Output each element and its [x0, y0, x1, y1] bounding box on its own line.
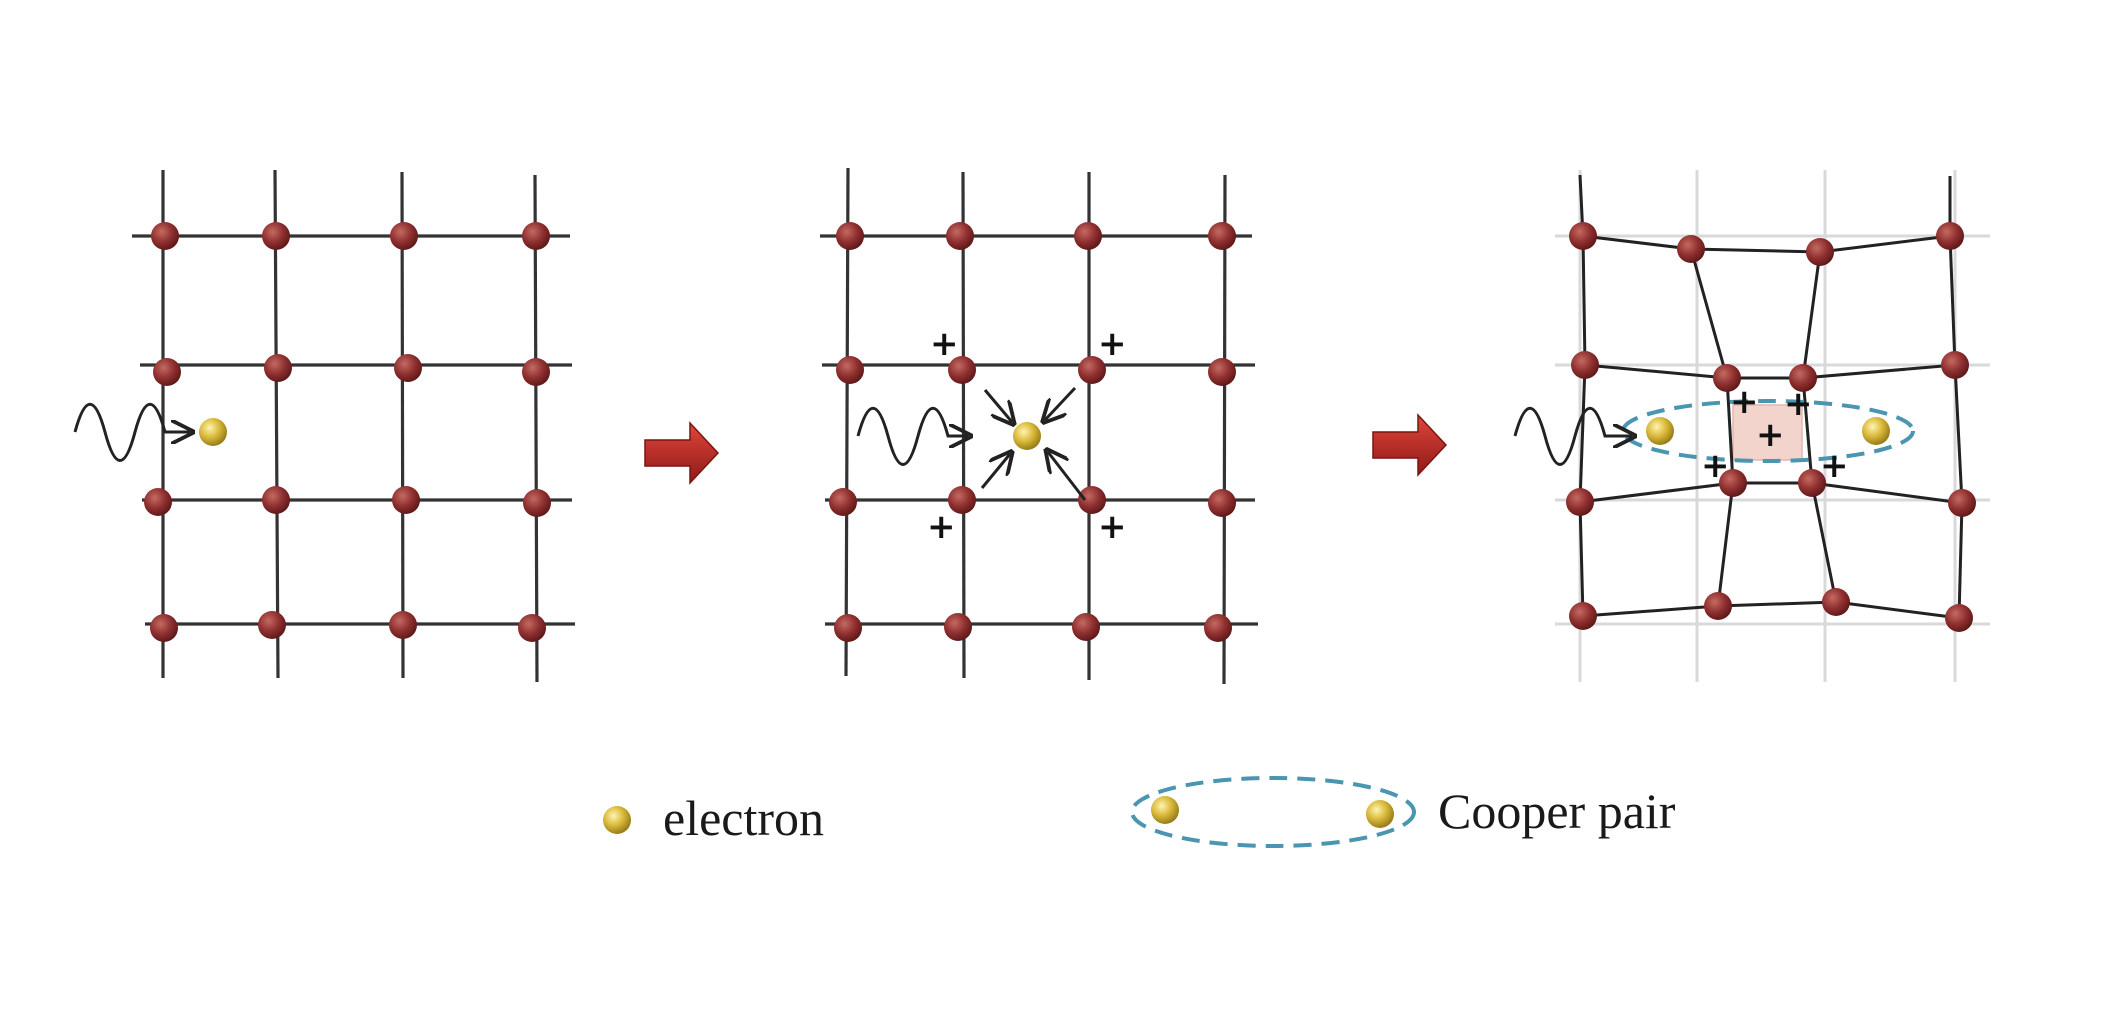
- next-step-arrow: [644, 421, 720, 485]
- lattice-ion: [153, 358, 181, 386]
- positive-charge: +: [927, 507, 956, 547]
- positive-charge: +: [930, 324, 959, 364]
- positive-charge: +: [1756, 415, 1785, 455]
- lattice-ions: [1566, 222, 1976, 632]
- positive-charges: + + + + +: [1701, 382, 1849, 486]
- distorted-lattice-lines: [1578, 174, 1964, 620]
- positive-charges: + + + +: [927, 324, 1127, 547]
- legend-cooper-pair-label: Cooper pair: [1438, 783, 1676, 839]
- positive-charge: +: [1701, 446, 1730, 486]
- electron: [199, 418, 227, 446]
- lattice-ion: [1798, 469, 1826, 497]
- lattice-ion: [258, 611, 286, 639]
- lattice-lines: [132, 169, 575, 683]
- lattice-ion: [834, 614, 862, 642]
- cooper-pair-ellipse: [1621, 399, 1915, 463]
- legend-electron-icon: [1366, 800, 1394, 828]
- legend-electron-icon: [603, 806, 631, 834]
- lattice-ion: [836, 222, 864, 250]
- next-step-arrow: [1372, 413, 1448, 477]
- legend-electron-icon: [1151, 796, 1179, 824]
- lattice-ion: [389, 611, 417, 639]
- panel-attraction: + + + +: [820, 167, 1258, 685]
- lattice-ion: [144, 488, 172, 516]
- electron: [1013, 422, 1041, 450]
- lattice-lines: [820, 167, 1258, 685]
- electron: [1646, 417, 1674, 445]
- panel-cooper-pair-formation: + + + + +: [1513, 170, 1990, 682]
- panel-undistorted-lattice: [73, 169, 575, 683]
- lattice-ion: [1208, 489, 1236, 517]
- lattice-ion: [836, 356, 864, 384]
- lattice-ion: [1704, 592, 1732, 620]
- lattice-ion: [151, 222, 179, 250]
- lattice-ion: [946, 222, 974, 250]
- incoming-wave-arrow: [856, 406, 968, 466]
- attraction-arrows: [980, 386, 1087, 501]
- lattice-ion: [1078, 356, 1106, 384]
- lattice-ion: [1789, 364, 1817, 392]
- lattice-ion: [1208, 358, 1236, 386]
- lattice-ion: [1936, 222, 1964, 250]
- positive-charge: +: [1820, 446, 1849, 486]
- lattice-ion: [1677, 235, 1705, 263]
- lattice-ion: [518, 614, 546, 642]
- lattice-ion: [1078, 486, 1106, 514]
- lattice-ion: [1569, 222, 1597, 250]
- lattice-ion: [1204, 614, 1232, 642]
- lattice-ion: [523, 489, 551, 517]
- positive-charge: +: [1784, 384, 1813, 424]
- lattice-ion: [394, 354, 422, 382]
- legend-cooper-pair-icon: [1130, 776, 1416, 848]
- lattice-ion: [264, 354, 292, 382]
- lattice-ions: [829, 222, 1236, 642]
- lattice-ion: [944, 613, 972, 641]
- positive-charge: +: [1098, 507, 1127, 547]
- lattice-ion: [392, 486, 420, 514]
- lattice-ion: [262, 222, 290, 250]
- incoming-wave-arrow: [73, 402, 190, 462]
- lattice-ion: [829, 488, 857, 516]
- legend: electron Cooper pair: [603, 776, 1676, 848]
- lattice-ion: [150, 614, 178, 642]
- electron: [1862, 417, 1890, 445]
- legend-electron-label: electron: [663, 790, 824, 846]
- lattice-ion: [522, 358, 550, 386]
- lattice-ion: [1822, 588, 1850, 616]
- lattice-ion: [1945, 604, 1973, 632]
- lattice-ion: [1571, 351, 1599, 379]
- lattice-ion: [390, 222, 418, 250]
- lattice-ion: [948, 486, 976, 514]
- lattice-ions: [144, 222, 551, 642]
- lattice-ion: [1074, 222, 1102, 250]
- lattice-ion: [1948, 489, 1976, 517]
- positive-charge: +: [1730, 382, 1759, 422]
- lattice-ion: [948, 356, 976, 384]
- lattice-ion: [1806, 238, 1834, 266]
- lattice-ion: [522, 222, 550, 250]
- lattice-ion: [1569, 602, 1597, 630]
- lattice-ion: [1941, 351, 1969, 379]
- positive-charge: +: [1098, 324, 1127, 364]
- lattice-ion: [1719, 469, 1747, 497]
- lattice-ion: [262, 486, 290, 514]
- lattice-ion: [1072, 613, 1100, 641]
- lattice-ion: [1713, 364, 1741, 392]
- incoming-wave-arrow: [1513, 406, 1632, 466]
- lattice-ion: [1208, 222, 1236, 250]
- lattice-ion: [1566, 488, 1594, 516]
